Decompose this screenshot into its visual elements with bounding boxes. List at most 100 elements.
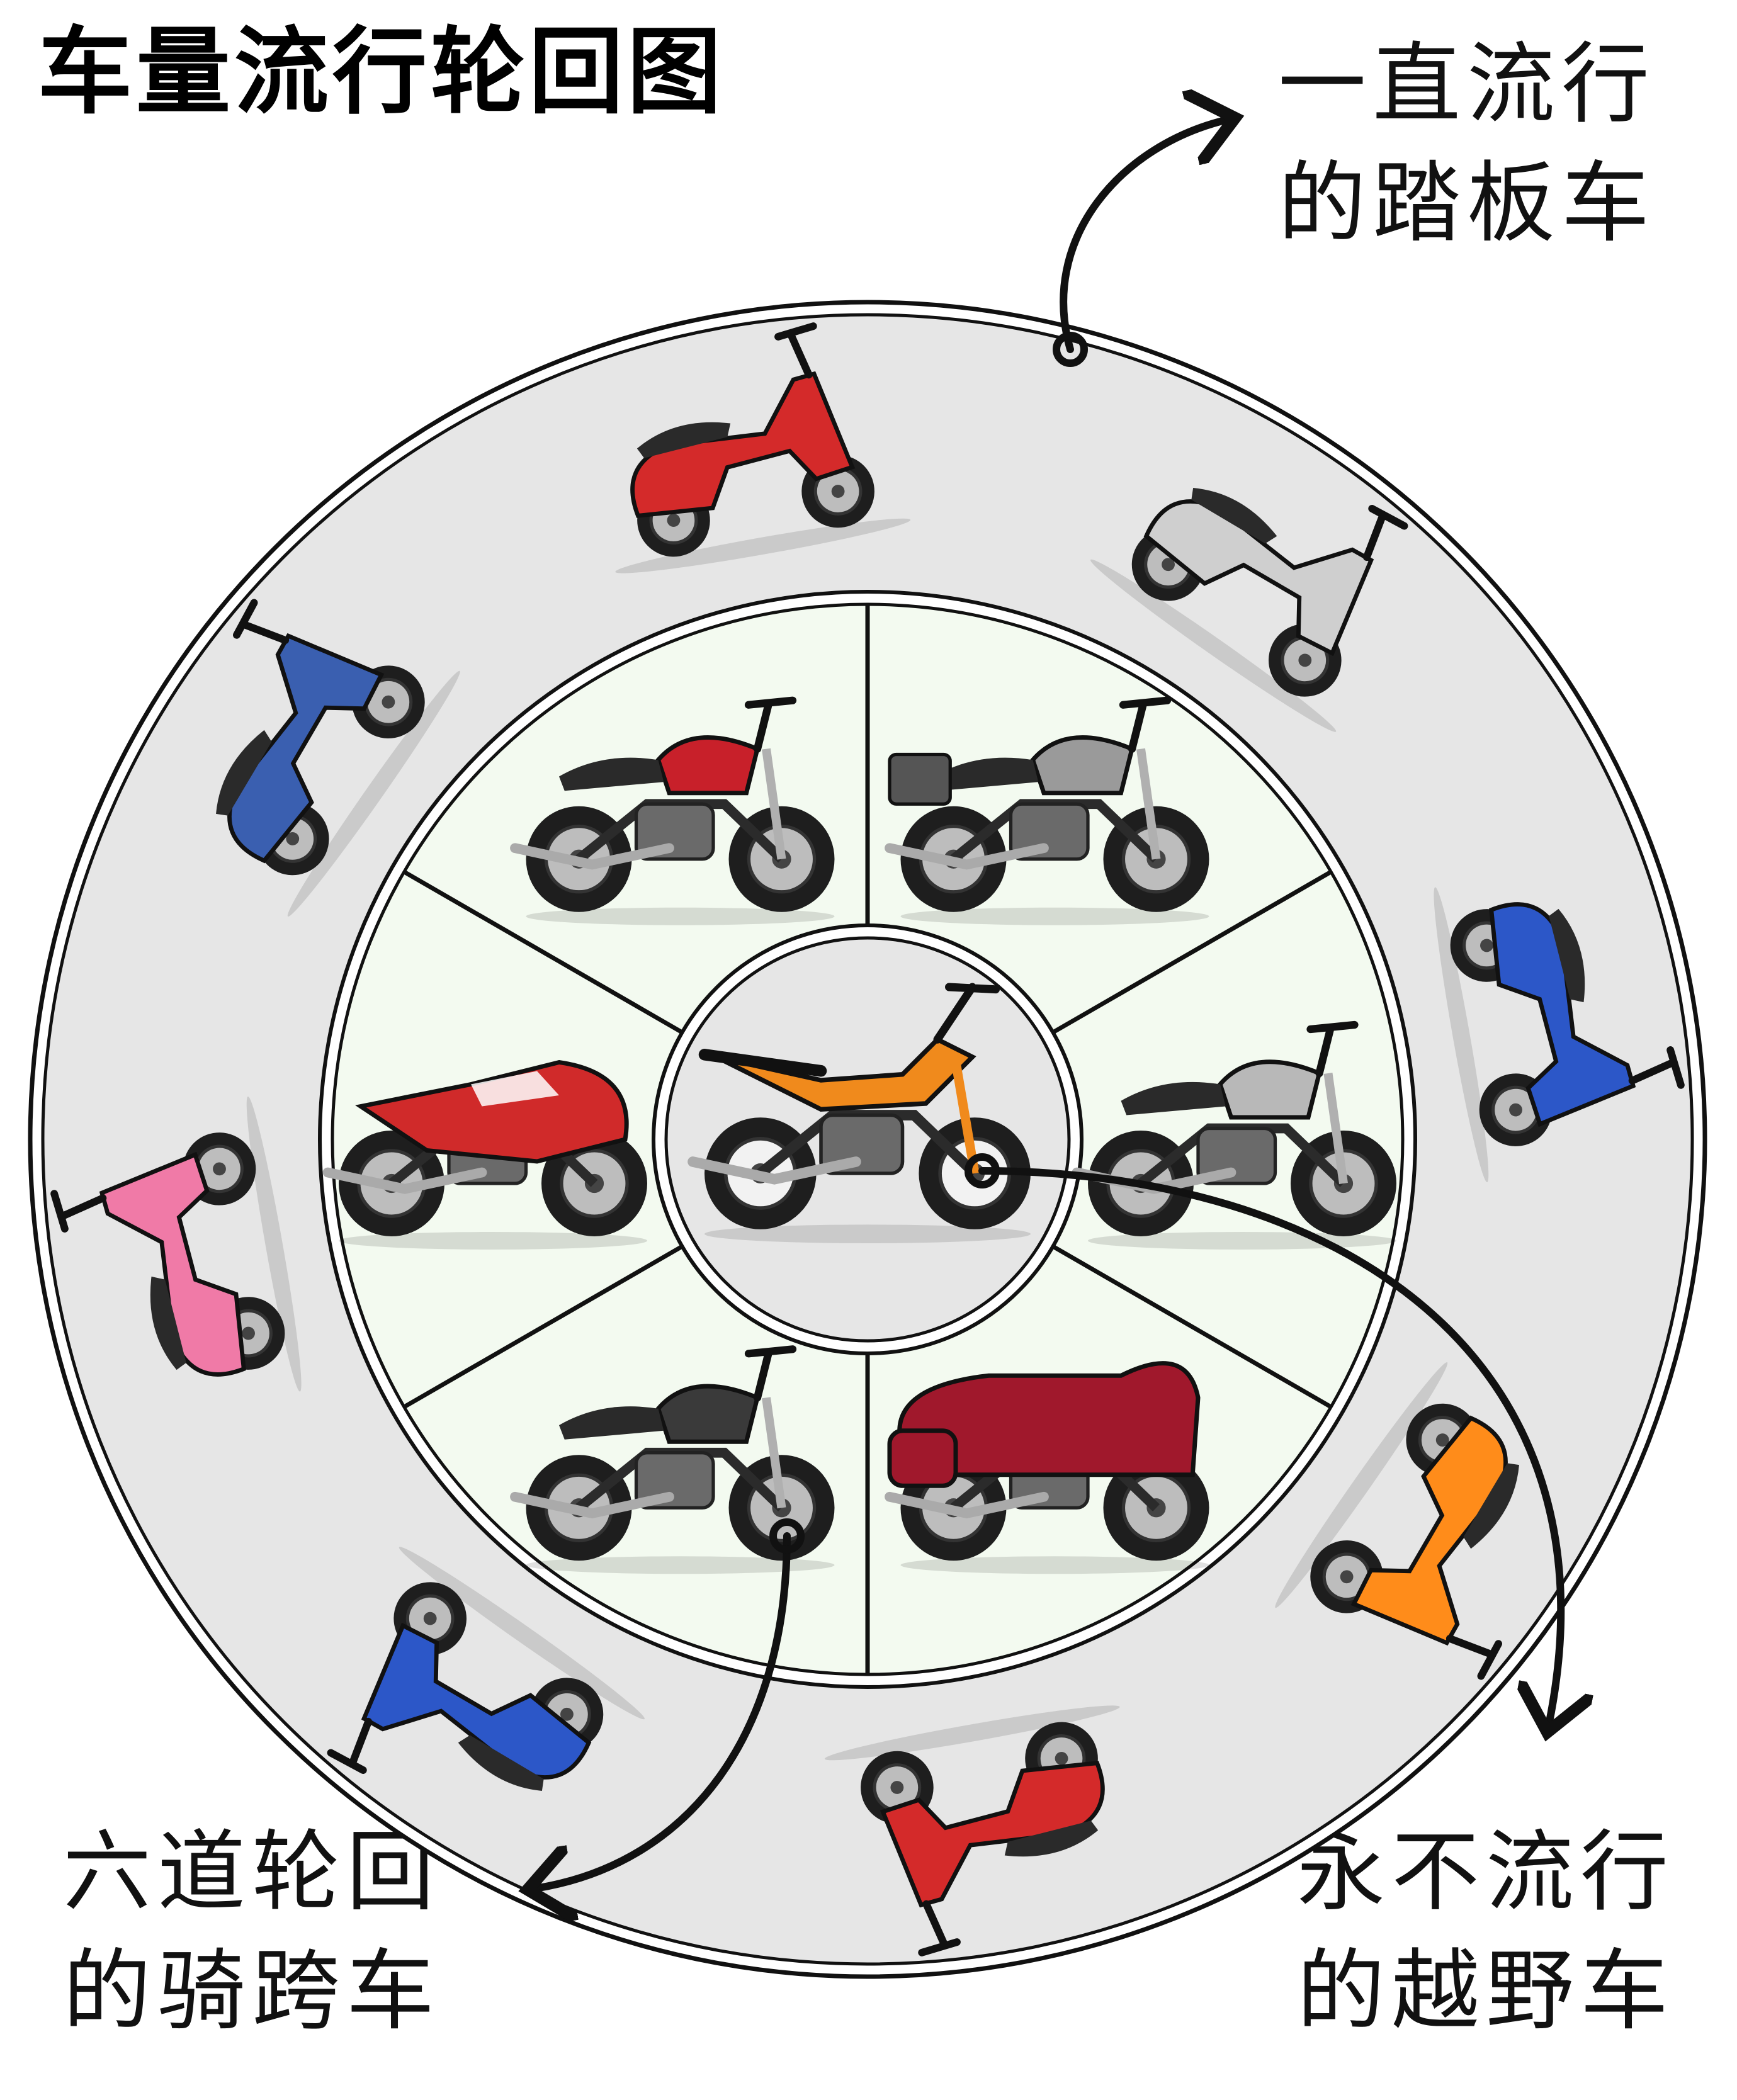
page-title: 车量流行轮回图 — [38, 18, 726, 127]
hub — [667, 514, 681, 527]
fuel-tank — [1030, 735, 1135, 796]
hub — [242, 1326, 255, 1340]
shadow — [526, 1556, 835, 1574]
body-panel — [715, 1036, 976, 1112]
handlebar — [50, 1190, 107, 1233]
dirt-bike — [687, 983, 1031, 1243]
engine — [1009, 802, 1090, 861]
exhaust — [687, 1156, 861, 1185]
handlebar — [744, 696, 797, 753]
handlebar — [744, 1345, 797, 1402]
handlebar — [774, 322, 817, 379]
seat — [1004, 1821, 1099, 1857]
hub — [1435, 1433, 1449, 1447]
fork — [762, 748, 786, 860]
spoke-line — [403, 869, 684, 1035]
middle-ring-spokes — [403, 604, 1332, 1674]
seat — [150, 1276, 186, 1370]
handlebar — [1119, 696, 1172, 753]
annotation-scooter-line1: 一直流行 — [1278, 33, 1656, 136]
shadow — [1090, 559, 1337, 732]
scooter-3 — [1434, 887, 1685, 1183]
hub — [1509, 1103, 1522, 1117]
fairing — [897, 1361, 1201, 1477]
handlebar — [1628, 1046, 1685, 1089]
handlebar — [1362, 505, 1408, 562]
scooter-7 — [50, 1096, 302, 1392]
fuel-tank — [655, 1384, 761, 1444]
fork — [1323, 1073, 1348, 1184]
exhaust — [510, 1491, 674, 1519]
saddlebag — [887, 1428, 958, 1488]
seat — [458, 1735, 544, 1791]
seat — [1463, 1463, 1519, 1549]
naked-bike — [510, 696, 835, 925]
shadow — [900, 1556, 1209, 1574]
adventure-bike — [885, 696, 1209, 925]
shadow — [399, 1547, 645, 1720]
shadow — [704, 1224, 1031, 1243]
hub — [1340, 1570, 1354, 1584]
exhaust — [885, 1491, 1049, 1519]
annotation-scooter: 一直流行 的踏板车 — [1278, 25, 1656, 263]
hub — [423, 1612, 437, 1625]
shadow — [339, 1232, 647, 1250]
arrow-offroad-origin-dot — [965, 1153, 1000, 1188]
shadow — [824, 1705, 1120, 1761]
annotation-offroad: 永不流行 的越野车 — [1297, 1813, 1675, 2051]
fairing-stripe — [471, 1071, 559, 1107]
annotation-scooter-line2: 的踏板车 — [1278, 152, 1656, 255]
handlebar — [918, 1900, 961, 1956]
arrow-cruiser — [535, 1532, 791, 1888]
handlebar — [233, 599, 290, 645]
handlebar — [1446, 1634, 1502, 1680]
scooter-4 — [1275, 1362, 1519, 1680]
arrow-offroad — [978, 1167, 1561, 1725]
shadow — [526, 907, 835, 925]
engine — [634, 802, 715, 861]
scooter-2 — [1090, 488, 1408, 732]
hub — [213, 1162, 226, 1176]
engine — [819, 1113, 905, 1175]
scooter-8 — [216, 599, 460, 917]
hub — [831, 485, 845, 498]
hub — [1162, 558, 1175, 572]
outer-ring-scooters — [50, 322, 1685, 1956]
arrow-scooter — [1060, 120, 1228, 353]
shadow — [246, 1096, 302, 1392]
fairing — [355, 1059, 629, 1164]
hub — [286, 832, 300, 845]
hub — [1298, 653, 1312, 667]
hub — [1055, 1752, 1068, 1765]
engine — [634, 1451, 715, 1510]
handlebar — [1306, 1020, 1359, 1078]
exhaust — [322, 1167, 487, 1194]
shadow — [1275, 1362, 1448, 1608]
exhaust — [510, 843, 674, 870]
annotation-cruiser-line1: 六道轮回 — [63, 1821, 441, 1924]
spoke-line — [1051, 869, 1332, 1035]
annotation-cruiser: 六道轮回 的骑跨车 — [63, 1813, 441, 2051]
seat — [1191, 488, 1277, 544]
seat — [1121, 1081, 1226, 1115]
annotation-arrows — [535, 120, 1561, 1888]
seat — [1549, 908, 1585, 1003]
fork — [1136, 748, 1161, 860]
hub — [1480, 939, 1493, 952]
shadow — [1434, 887, 1489, 1183]
scooter-1 — [615, 322, 911, 573]
fork — [762, 1397, 786, 1509]
hub — [890, 1781, 904, 1794]
fuel-tank — [1218, 1059, 1322, 1120]
seat — [934, 757, 1039, 791]
shadow — [615, 518, 911, 573]
seat — [637, 422, 731, 458]
fork — [950, 1056, 980, 1175]
handlebar — [933, 983, 1000, 1044]
seat — [559, 1406, 664, 1440]
seat — [559, 757, 664, 791]
arrow-scooter-origin-dot — [1053, 332, 1088, 367]
exhaust — [885, 843, 1049, 870]
annotation-offroad-line1: 永不流行 — [1297, 1821, 1675, 1924]
